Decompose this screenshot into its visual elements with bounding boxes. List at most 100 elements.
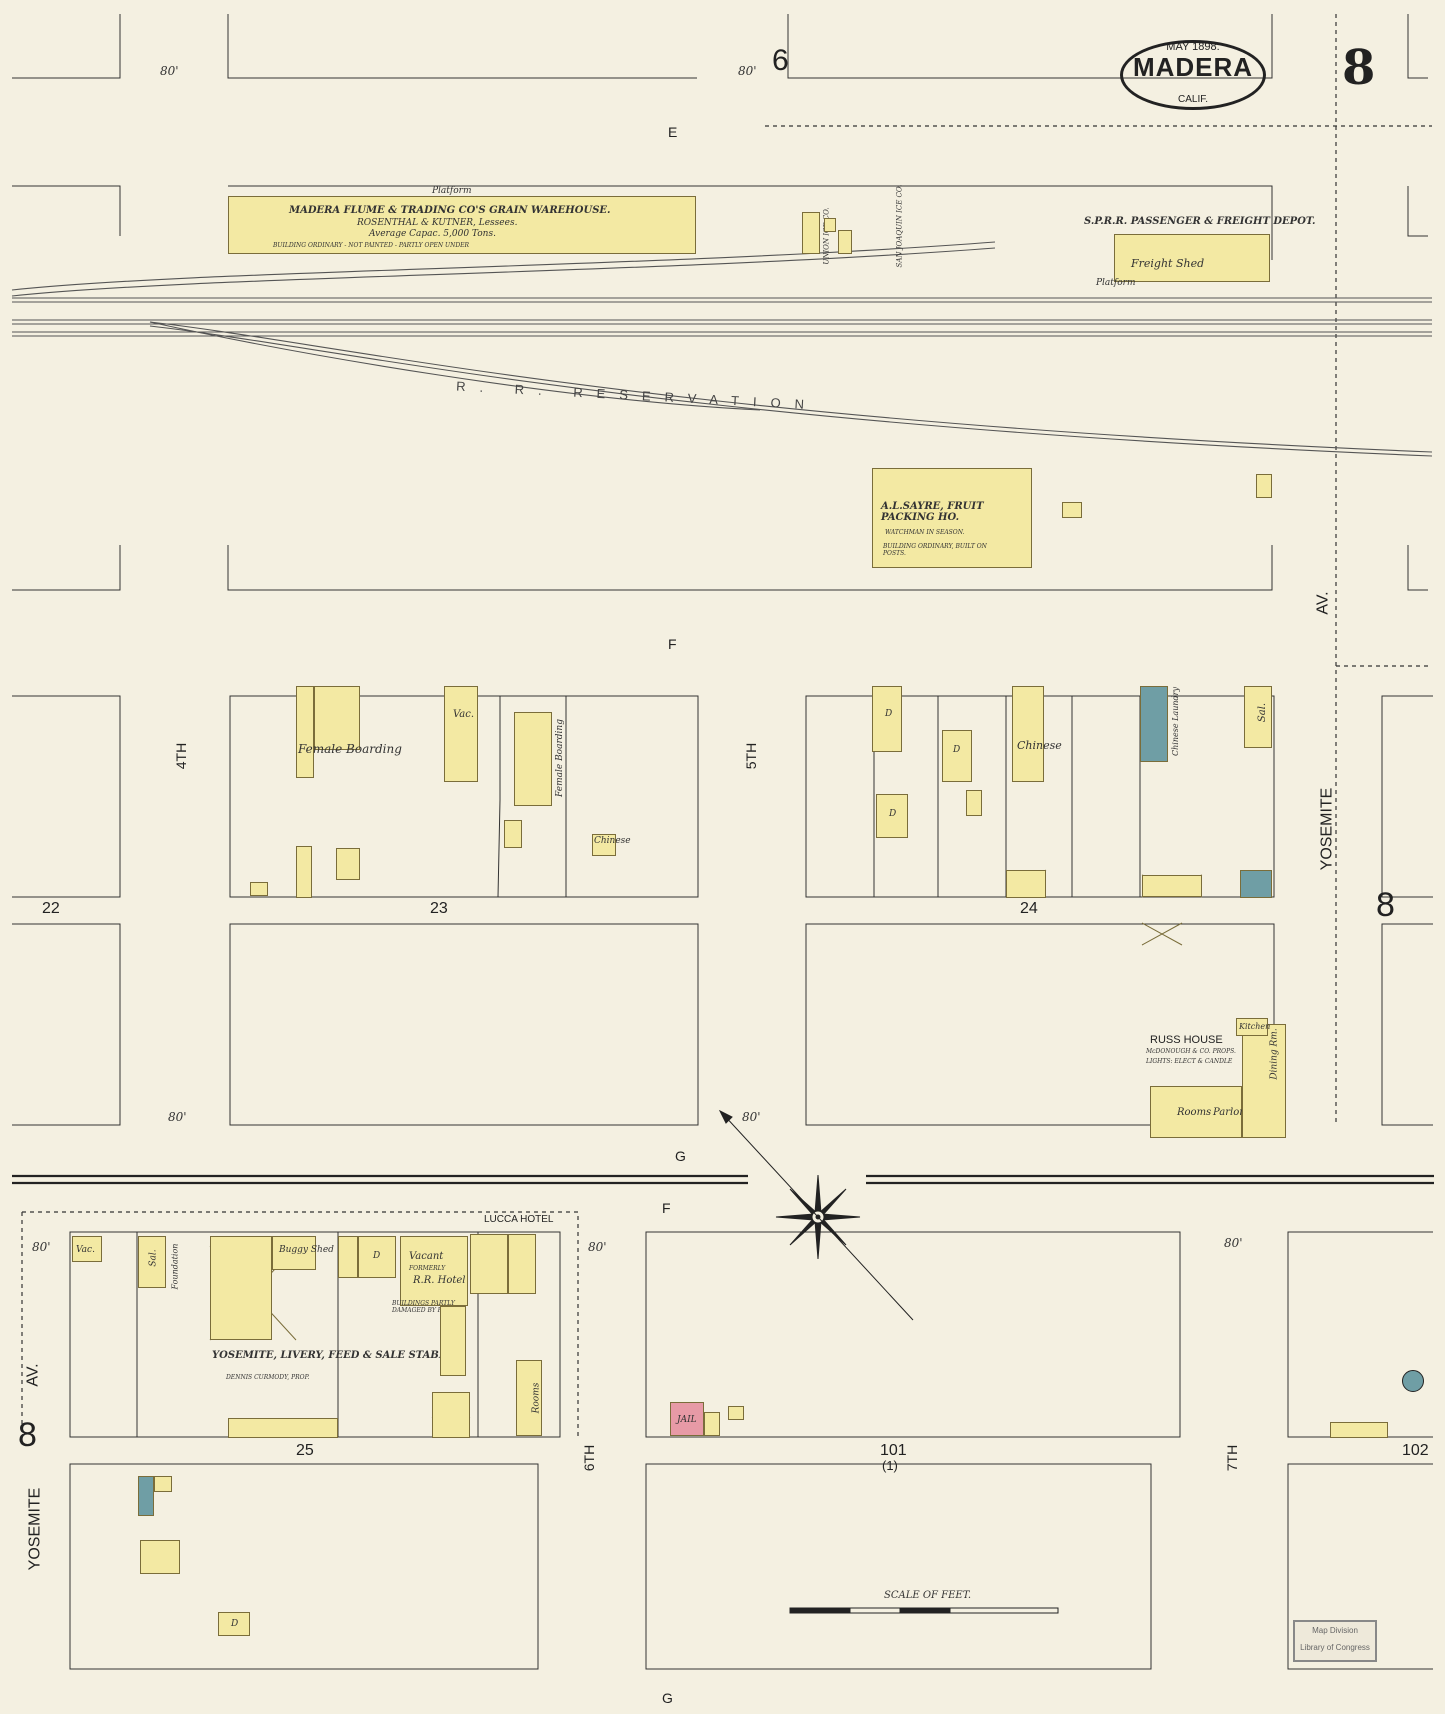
street-f: F [668, 636, 677, 652]
female-boarding-building [296, 686, 314, 778]
depot-building: Freight Shed [1114, 234, 1270, 282]
dimension-label: 80' [168, 1110, 187, 1124]
ice-shed [824, 218, 836, 232]
parlor-label: Parlor [1213, 1107, 1245, 1118]
saloon-building: Sal. [1244, 686, 1272, 748]
yosemite-stable-title: YOSEMITE, LIVERY, FEED & SALE STABLE. [212, 1350, 457, 1361]
yosemite-stable [210, 1236, 272, 1340]
block-24: 24 [1020, 900, 1038, 917]
warehouse-platform: Platform [432, 186, 472, 196]
russ-house-lights: LIGHTS: ELECT & CANDLE [1146, 1058, 1233, 1065]
san-joaquin-ice-label: SAN JOAQUIN ICE CO. [895, 184, 904, 268]
shed [432, 1392, 470, 1438]
dimension-label: 80' [160, 64, 179, 78]
lucca-hotel-building [470, 1234, 508, 1294]
chinese-laundry-building-2 [138, 1476, 154, 1516]
russ-house-dining: Dining Rm. [1242, 1024, 1286, 1138]
vac-building-2: Vac. [72, 1236, 102, 1262]
scale-label: SCALE OF FEET. [884, 1590, 972, 1601]
female-boarding-annex [314, 686, 360, 750]
sheet-number: 8 [1342, 40, 1376, 96]
russ-house-rooms: Rooms Parlor [1150, 1086, 1245, 1138]
shed [728, 1406, 744, 1420]
freight-shed-label: Freight Shed [1131, 257, 1205, 270]
formerly-label: FORMERLY [409, 1265, 446, 1272]
shed [154, 1476, 172, 1492]
dwelling-label: D [889, 809, 897, 819]
street-av-left: AV. [24, 1363, 42, 1387]
outbuilding [966, 790, 982, 816]
rooms-building: Rooms [516, 1360, 542, 1436]
library-stamp: Map Division Library of Congress [1293, 1620, 1377, 1662]
chinese-label: Chinese [594, 836, 631, 846]
chinese-laundry-building: Chinese Laundry [1140, 686, 1180, 762]
rooms-label: Rooms [1177, 1107, 1212, 1118]
outbuilding [504, 820, 522, 848]
map-ref-left: 8 [18, 1416, 37, 1454]
lucca-hotel-dining [508, 1234, 536, 1294]
outbuilding [296, 846, 312, 898]
rr-hotel-label: R.R. Hotel [413, 1275, 466, 1286]
lucca-hotel-title: LUCCA HOTEL [484, 1214, 554, 1225]
shed [1330, 1422, 1388, 1438]
russ-house-kitchen: Kitchen [1236, 1018, 1271, 1036]
sayre-title: A.L.SAYRE, FRUIT PACKING HO. [881, 501, 984, 523]
vac-label: Vac. [453, 709, 475, 720]
state-name: CALIF. [1177, 94, 1208, 105]
stone-building [1240, 870, 1272, 898]
rr-hotel-building: Vacant FORMERLY R.R. Hotel [400, 1236, 468, 1306]
street-g-south: G [662, 1690, 673, 1706]
sayre-packing-house: A.L.SAYRE, FRUIT PACKING HO. WATCHMAN IN… [872, 468, 1032, 568]
stable-shed [228, 1418, 338, 1438]
shed [440, 1306, 466, 1376]
warehouse-title: MADERA FLUME & TRADING CO'S GRAIN WAREHO… [289, 205, 611, 216]
saloon-label-2: Sal. [148, 1249, 159, 1267]
buggy-shed: Buggy Shed [272, 1236, 334, 1270]
chinese-label-2: Chinese [1017, 739, 1062, 752]
foundation-label: Foundation [170, 1243, 180, 1290]
grain-warehouse: MADERA FLUME & TRADING CO'S GRAIN WAREHO… [228, 196, 696, 254]
block-23: 23 [430, 900, 448, 917]
saloon-building-2: Sal. [138, 1236, 166, 1288]
street-av-right: AV. [1314, 591, 1332, 615]
stable-owner: DENNIS CURMODY, PROP. [226, 1374, 310, 1381]
city-name: MADERA [1132, 52, 1254, 82]
union-ice-building [802, 212, 820, 254]
small-shed [1256, 474, 1272, 498]
depot-platform: Platform [1096, 278, 1136, 288]
sayre-watchman: WATCHMAN IN SEASON. [885, 529, 965, 536]
outbuilding [336, 848, 360, 880]
block-102: 102 [1402, 1442, 1429, 1459]
sayre-note: BUILDING ORDINARY, BUILT ON POSTS. [883, 543, 987, 557]
dwelling-label: D [373, 1251, 381, 1261]
saloon-label: Sal. [1257, 702, 1269, 723]
jail-building: JAIL [670, 1402, 704, 1436]
russ-house-owner: McDONOUGH & CO. PROPS. [1146, 1048, 1236, 1055]
shed [704, 1412, 720, 1436]
block-22: 22 [42, 900, 60, 917]
damaged-note: BUILDINGS PARTLY DAMAGED BY FIRE [392, 1300, 455, 1314]
adjacent-sheet-number: 6 [772, 44, 789, 77]
small-building [338, 1236, 358, 1278]
kitchen-label: Kitchen [1239, 1022, 1271, 1031]
dimension-label: 80' [588, 1240, 607, 1254]
street-4th: 4TH [173, 742, 190, 770]
street-yosemite-left: YOSEMITE [26, 1487, 44, 1571]
dimension-label: 80' [32, 1240, 51, 1254]
dwelling: D [218, 1612, 250, 1636]
union-ice-label: UNION ICE CO. [822, 207, 831, 265]
dwelling: D [872, 686, 902, 752]
block-101: 101 [880, 1442, 907, 1459]
female-boarding-label: Female Boarding [298, 742, 402, 756]
street-7th: 7TH [1224, 1444, 1241, 1472]
dwelling: D [358, 1236, 396, 1278]
rooms-label-2: Rooms [531, 1382, 542, 1414]
dimension-label: 80' [738, 64, 757, 78]
female-boarding-label-2: Female Boarding [554, 719, 565, 797]
title-badge: MAY 1898. MADERA CALIF. [1120, 40, 1266, 110]
chinese-laundry-label: Chinese Laundry [1170, 687, 1180, 756]
female-boarding-building-2: Female Boarding [514, 712, 565, 806]
buggy-shed-label: Buggy Shed [279, 1245, 334, 1255]
vacant-label: Vacant [409, 1251, 444, 1262]
dwelling-label: D [231, 1619, 239, 1629]
